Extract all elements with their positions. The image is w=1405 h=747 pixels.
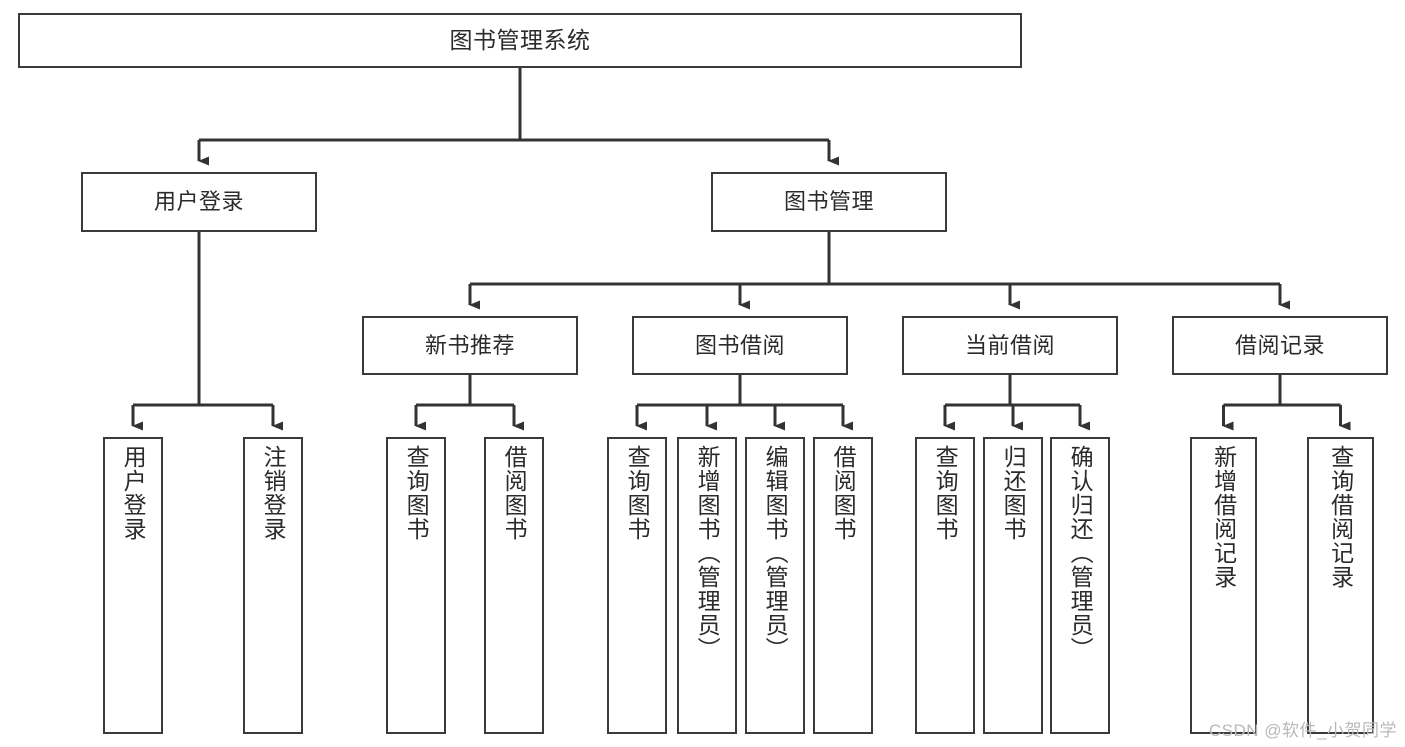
node-leaf-cur-return[interactable]: 归还图书 <box>983 437 1043 734</box>
node-label: 确认归还（管理员） <box>1067 445 1094 661</box>
node-login[interactable]: 用户登录 <box>81 172 317 232</box>
node-records[interactable]: 借阅记录 <box>1172 316 1388 375</box>
node-leaf-user-logout[interactable]: 注销登录 <box>243 437 303 734</box>
node-borrow[interactable]: 图书借阅 <box>632 316 848 375</box>
node-leaf-cur-query[interactable]: 查询图书 <box>915 437 975 734</box>
node-current[interactable]: 当前借阅 <box>902 316 1118 375</box>
node-bookmgmt[interactable]: 图书管理 <box>711 172 947 232</box>
node-label: 新增借阅记录 <box>1210 445 1237 589</box>
node-leaf-bo-add[interactable]: 新增图书（管理员） <box>677 437 737 734</box>
node-root[interactable]: 图书管理系统 <box>18 13 1022 68</box>
node-label: 图书管理系统 <box>449 26 591 53</box>
node-label: 注销登录 <box>260 445 287 541</box>
node-leaf-cur-confirm[interactable]: 确认归还（管理员） <box>1050 437 1110 734</box>
node-label: 查询借阅记录 <box>1327 445 1354 589</box>
node-label: 借阅图书 <box>830 445 857 541</box>
node-newbook[interactable]: 新书推荐 <box>362 316 578 375</box>
node-leaf-new-query[interactable]: 查询图书 <box>386 437 446 734</box>
watermark-label: CSDN @软件_小贺同学 <box>1208 721 1397 740</box>
node-label: 新书推荐 <box>424 332 515 358</box>
node-leaf-rec-add[interactable]: 新增借阅记录 <box>1190 437 1257 734</box>
node-label: 编辑图书（管理员） <box>762 445 789 661</box>
node-label: 查询图书 <box>624 445 651 541</box>
node-label: 当前借阅 <box>964 332 1055 358</box>
node-leaf-user-login[interactable]: 用户登录 <box>103 437 163 734</box>
node-leaf-new-borrow[interactable]: 借阅图书 <box>484 437 544 734</box>
node-leaf-bo-edit[interactable]: 编辑图书（管理员） <box>745 437 805 734</box>
node-label: 用户登录 <box>153 189 244 215</box>
node-label: 图书借阅 <box>694 332 785 358</box>
node-leaf-bo-borrow[interactable]: 借阅图书 <box>813 437 873 734</box>
node-label: 新增图书（管理员） <box>694 445 721 661</box>
node-label: 借阅图书 <box>501 445 528 541</box>
node-leaf-rec-query[interactable]: 查询借阅记录 <box>1307 437 1374 734</box>
node-label: 查询图书 <box>403 445 430 541</box>
node-leaf-bo-query[interactable]: 查询图书 <box>607 437 667 734</box>
node-label: 用户登录 <box>120 445 147 541</box>
node-label: 归还图书 <box>1000 445 1027 541</box>
node-label: 借阅记录 <box>1234 332 1325 358</box>
node-label: 查询图书 <box>932 445 959 541</box>
node-label: 图书管理 <box>783 189 874 215</box>
